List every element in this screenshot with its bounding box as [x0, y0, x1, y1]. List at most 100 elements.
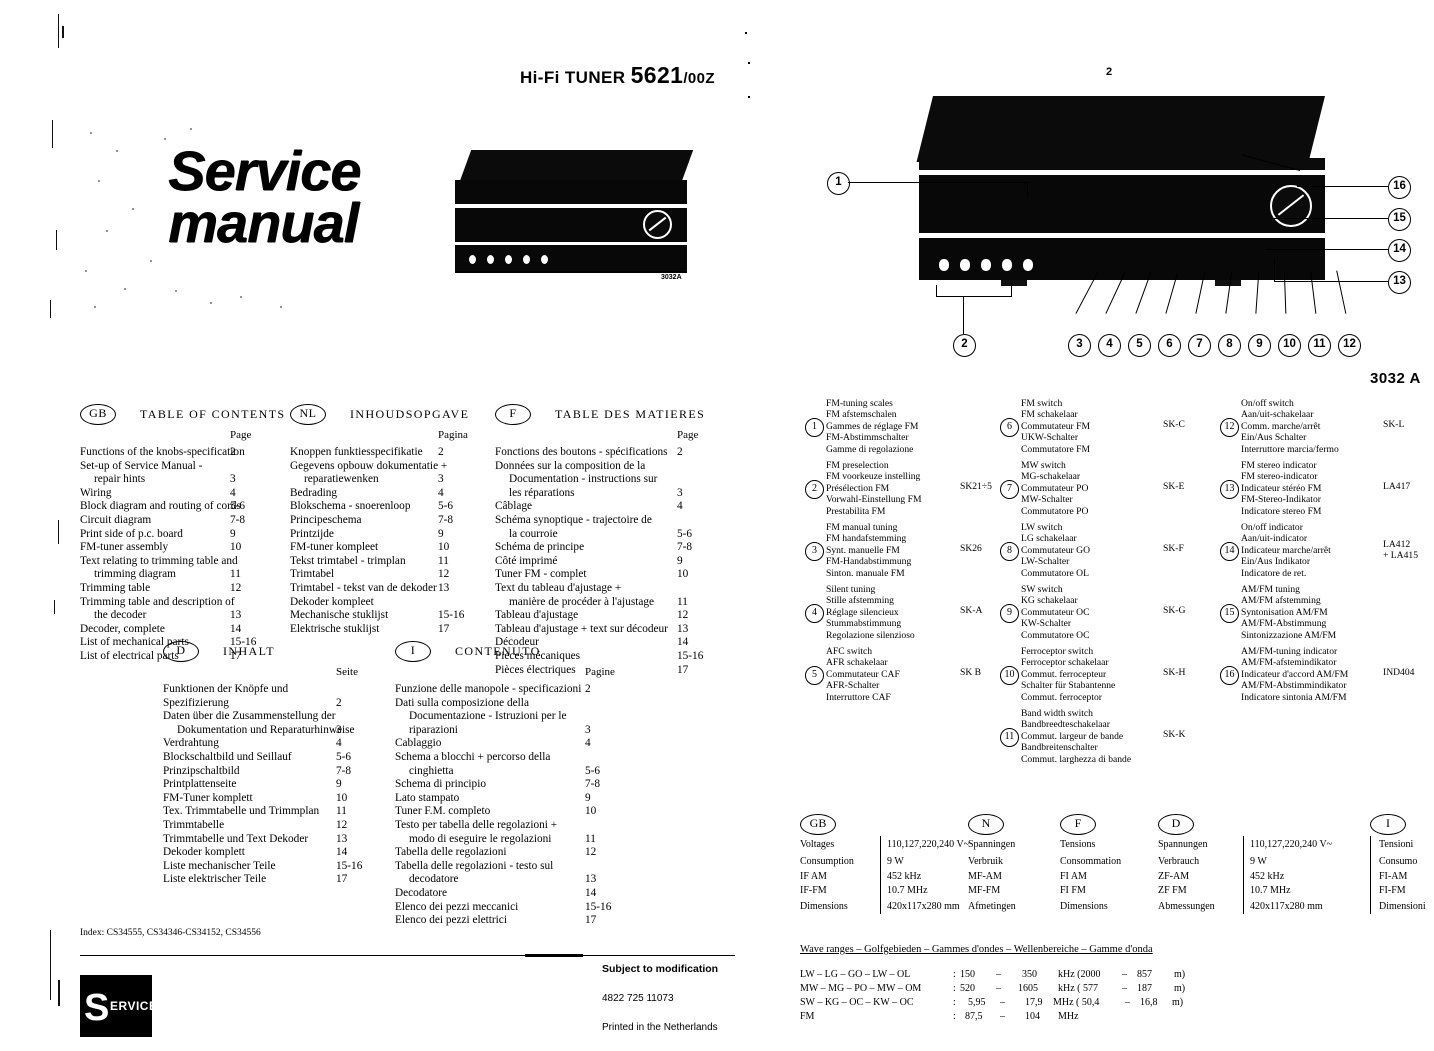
callout-15: 15 — [1388, 208, 1411, 231]
spec-badge-d: D — [1158, 814, 1194, 835]
legend-number: 11 — [1000, 728, 1019, 747]
callout-lead-13-riser — [1274, 258, 1276, 281]
callout-3: 3 — [1068, 334, 1091, 357]
toc-row: Testo per tabella delle regolazioni + — [395, 818, 558, 831]
document-title-prefix: Hi-Fi TUNER — [520, 68, 626, 87]
toc-badge-i: I — [395, 641, 431, 662]
legend-number: 6 — [1000, 418, 1019, 437]
toc-page-header-gb: Page — [230, 429, 252, 441]
scan-dot-top — [745, 32, 747, 34]
wave-range-row: MW – MG – PO – MW – OM : 520 – 1605 kHz … — [800, 983, 1186, 994]
legend-code: SK-L — [1383, 419, 1405, 430]
spec-values-gb: 110,127,220,240 V~ 9 W 452 kHz 10.7 MHz … — [880, 836, 969, 914]
callout-1: 1 — [827, 172, 850, 195]
spec-badge-gb: GB — [800, 814, 836, 835]
specification-table: GB Voltages Consumption IF AM IF-FM Dime… — [800, 814, 1434, 918]
spec-badge-nl: N — [968, 814, 1004, 835]
document-title-model: 5621 — [630, 62, 684, 88]
spec-labels-d: Spannungen Verbrauch ZF-AM ZF FM Abmessu… — [1158, 839, 1215, 912]
legend-number: 10 — [1000, 666, 1019, 685]
callout-9: 9 — [1248, 334, 1271, 357]
callout-2-bracket-right — [1011, 283, 1013, 296]
footer-rule — [80, 955, 735, 957]
legend-number: 13 — [1220, 480, 1239, 499]
legend-number: 5 — [805, 666, 824, 685]
toc-badge-gb: GB — [80, 404, 116, 425]
toc-row: Documentation - instructions sur — [509, 473, 658, 486]
product-photo-code: 3032A — [661, 274, 682, 281]
legend-code: SK-H — [1163, 667, 1186, 678]
legend-code: SK-E — [1163, 481, 1185, 492]
spec-labels-gb: Voltages Consumption IF AM IF-FM Dimensi… — [800, 839, 854, 912]
callout-10: 10 — [1278, 334, 1301, 357]
toc-row: Set-up of Service Manual - — [80, 459, 203, 472]
wave-ranges-heading: Wave ranges – Golfgebieden – Gammes d'on… — [800, 944, 1153, 955]
callout-2-bracket — [936, 296, 1012, 298]
legend-number: 3 — [805, 542, 824, 561]
callout-lead-1 — [848, 182, 1028, 184]
toc-row: Documentazione - Istruzioni per le — [409, 710, 567, 723]
toc-heading-gb: TABLE OF CONTENTS — [140, 407, 286, 421]
toc-row: Text du tableau d'ajustage + — [495, 581, 622, 594]
callout-lead-15 — [1272, 218, 1388, 220]
document-number: 4822 725 11073 — [602, 993, 674, 1004]
callout-lead-1-drop — [1027, 182, 1029, 196]
spec-values-d: 110,127,220,240 V~ 9 W 452 kHz 10.7 MHz … — [1243, 836, 1332, 914]
legend-number: 7 — [1000, 480, 1019, 499]
toc-row: Gegevens opbouw dokumentatie + — [290, 459, 448, 472]
legend-code: SK-F — [1163, 543, 1184, 554]
legend-code: SK-K — [1163, 729, 1186, 740]
callout-2-stem — [963, 296, 965, 334]
legend-number: 14 — [1220, 542, 1239, 561]
legend-number: 12 — [1220, 418, 1239, 437]
tuner-callout-diagram — [915, 96, 1335, 296]
legend-code: SK-C — [1163, 419, 1185, 430]
callout-4: 4 — [1098, 334, 1121, 357]
toc-row: Funzione delle manopole - specificazioni… — [395, 683, 591, 695]
diagram-page-number: 2 — [1106, 66, 1113, 78]
legend-number: 2 — [805, 480, 824, 499]
